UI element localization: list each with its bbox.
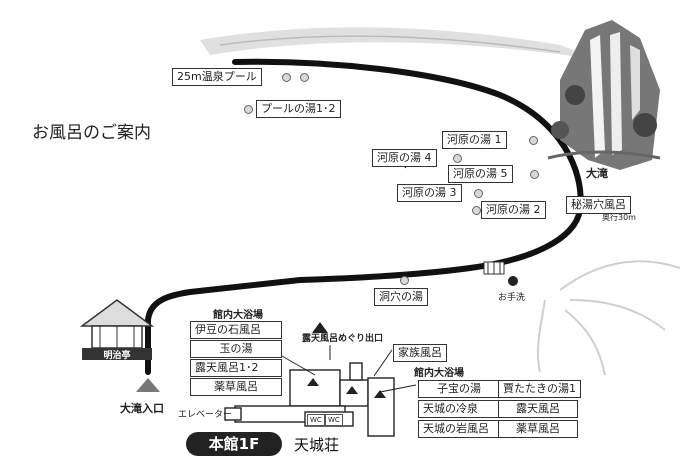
label-pool-yu[interactable]: プールの湯1･2: [256, 100, 341, 118]
honkan-badge: 本館1F: [186, 432, 282, 456]
label-otearai: お手洗: [498, 293, 526, 303]
label-roten12[interactable]: 露天風呂1･2: [190, 359, 282, 377]
label-reisen[interactable]: 天城の冷泉: [418, 400, 500, 418]
label-pool25[interactable]: 25m温泉プール: [172, 68, 262, 86]
label-kawara1[interactable]: 河原の湯 1: [442, 131, 507, 149]
entrance-marker: [136, 378, 160, 392]
restroom-dot: [508, 276, 518, 286]
label-wc-1: WC: [307, 414, 325, 426]
label-roten[interactable]: 露天風呂: [498, 400, 578, 418]
dot-pool-yu: [244, 105, 253, 114]
label-elevator: エレベーター: [178, 410, 233, 420]
page-title: お風呂のご案内: [32, 123, 151, 143]
label-kazoku[interactable]: 家族風呂: [393, 344, 447, 362]
dot-kawara5: [530, 170, 539, 179]
label-odaru-entrance: 大滝入口: [120, 402, 164, 415]
label-yakusou2[interactable]: 薬草風呂: [498, 420, 578, 438]
label-hotaru[interactable]: 賈たたきの湯1: [498, 380, 581, 398]
fern-illustration: [536, 260, 681, 376]
label-tama[interactable]: 玉の湯: [190, 340, 282, 358]
walking-path: [145, 58, 584, 375]
stream-band: [200, 27, 600, 60]
label-kannai-right: 館内大浴場: [414, 368, 464, 379]
label-yakusou1[interactable]: 薬草風呂: [190, 378, 282, 396]
building-illustration: [79, 299, 155, 360]
label-kodakara[interactable]: 子宝の湯: [418, 380, 500, 398]
label-odaru: 大滝: [586, 167, 608, 180]
dot-kawara2: [472, 206, 481, 215]
dot-pool25-1: [282, 73, 291, 82]
stream-lines: [219, 35, 561, 53]
plan-marker-1: [307, 378, 319, 386]
dot-kawara4: [453, 154, 462, 163]
building-sign: 明治亭: [103, 351, 131, 361]
label-izu[interactable]: 伊豆の石風呂: [190, 321, 282, 339]
waterfall-illustration: [547, 20, 661, 170]
dot-pool25-2: [300, 73, 309, 82]
label-meguri: 露天風呂めぐり出口: [302, 334, 384, 344]
plan-marker-2: [346, 386, 358, 394]
dot-kawara1: [529, 136, 538, 145]
plan-marker-3: [374, 390, 386, 398]
label-kawara5[interactable]: 河原の湯 5: [448, 165, 513, 183]
label-kawara3[interactable]: 河原の湯 3: [397, 184, 462, 202]
dot-doketsu: [400, 276, 409, 285]
tenjo-label: 天城荘: [294, 436, 340, 454]
bridge-icon: [483, 261, 505, 275]
label-hitou[interactable]: 秘湯穴風呂: [566, 196, 631, 214]
dot-kawara3: [474, 189, 483, 198]
label-iwaburo[interactable]: 天城の岩風呂: [418, 420, 500, 438]
meguri-marker: [312, 322, 328, 333]
label-wc-2: WC: [325, 414, 343, 426]
label-doketsu[interactable]: 洞穴の湯: [374, 288, 428, 306]
label-kawara2[interactable]: 河原の湯 2: [481, 201, 546, 219]
label-kannai-top: 館内大浴場: [213, 310, 263, 321]
label-hitou-depth: 奥行30m: [602, 213, 636, 222]
label-kawara4[interactable]: 河原の湯 4: [372, 149, 437, 167]
